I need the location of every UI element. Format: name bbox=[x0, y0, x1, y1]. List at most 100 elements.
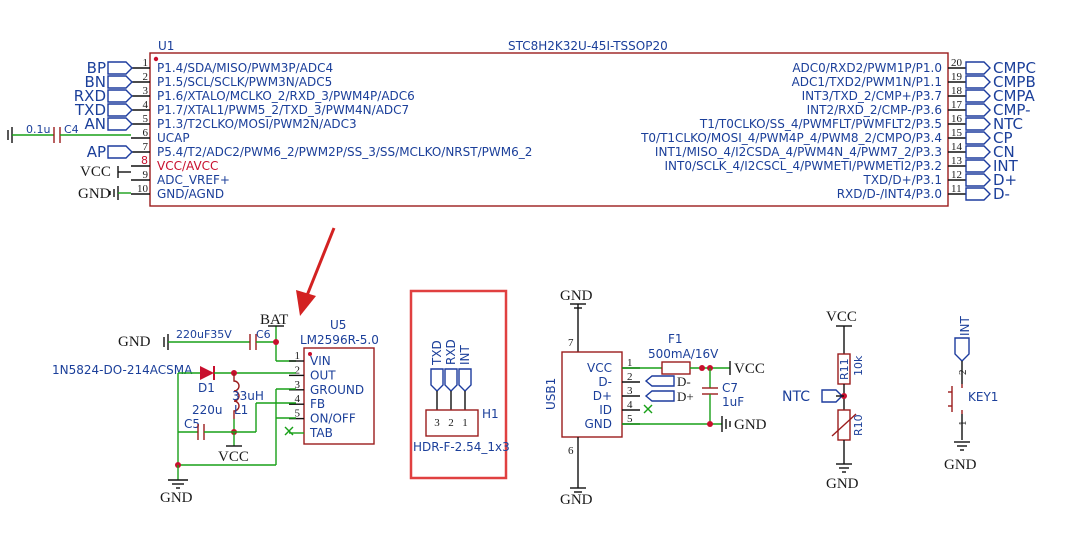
u1-net-flag: BP bbox=[87, 59, 106, 77]
vcc-5v-label: VCC bbox=[218, 449, 249, 465]
u1-ref: U1 bbox=[158, 39, 174, 53]
u1-pin-num: 9 bbox=[143, 169, 149, 181]
u1-pin-14: 14 INT1/MISO_4/I2CSDA_4/PWM4N_4/PWM7_2/P3… bbox=[655, 141, 1015, 161]
usb-pin: 2 D- bbox=[598, 371, 640, 389]
u1-pin-num: 11 bbox=[951, 183, 962, 195]
usb-pin-num: 4 bbox=[627, 399, 633, 411]
u1-pin-num: 19 bbox=[951, 71, 963, 83]
u1-pin-19: 19 ADC1/TXD2/PWM1N/P1.1 CMPB bbox=[792, 71, 1036, 91]
u1-pin-num: 7 bbox=[143, 141, 149, 153]
header-net-label: RXD bbox=[444, 339, 458, 365]
u1-pin-name: RXD/D-/INT4/P3.0 bbox=[837, 187, 942, 201]
usb-pin: 3 D+ bbox=[593, 385, 640, 403]
u1-pin-name: P1.4/SDA/MISO/PWM3P/ADC4 bbox=[157, 61, 333, 75]
r10-ref: R10 bbox=[852, 414, 865, 436]
u5-pin-num: 5 bbox=[295, 408, 301, 420]
u1-pin-name: INT3/TXD_2/CMP+/P3.7 bbox=[802, 89, 942, 103]
u1-pin-name: P1.3/T2CLKO/MOSI/PWM2N/ADC3 bbox=[157, 117, 357, 131]
r11-value: 10k bbox=[852, 355, 865, 376]
u1-pin-name: ADC0/RXD2/PWM1P/P1.0 bbox=[792, 61, 942, 75]
u5-pin: 3 GROUND bbox=[289, 379, 364, 397]
u1-pin-num: 16 bbox=[951, 113, 963, 125]
d1-ref: D1 bbox=[198, 381, 215, 395]
u1-net-flag: TXD bbox=[74, 101, 106, 119]
header-net-txd: TXD 3 bbox=[430, 340, 444, 429]
u1-vcc-label: VCC bbox=[80, 164, 111, 180]
u5-pin-num: 3 bbox=[295, 379, 301, 391]
c7-value: 1uF bbox=[722, 395, 744, 409]
usb-pin-name: D+ bbox=[593, 389, 612, 403]
u1-pin-13: 13INT0/SCLK_4/I2CSCL_4/PWMETI/PWMETI2/P3… bbox=[664, 155, 1018, 175]
c6-ref: C6 bbox=[256, 328, 271, 341]
u1-pin-name: GND/AGND bbox=[157, 187, 224, 201]
u1-part: STC8H2K32U-45I-TSSOP20 bbox=[508, 39, 668, 53]
u1-pin-num: 1 bbox=[143, 57, 149, 69]
u5-pin-name: VIN bbox=[310, 354, 331, 368]
usb-pin-num: 2 bbox=[627, 371, 633, 383]
usb-gnd-right-label: GND bbox=[734, 417, 767, 433]
u1-pin-name: INT1/MISO_4/I2CSDA_4/PWM4N_4/PWM7_2/P3.3 bbox=[655, 145, 942, 159]
key-ref: KEY1 bbox=[968, 390, 998, 404]
u1-pin-name: INT0/SCLK_4/I2CSCL_4/PWMETI/PWMETI2/P3.2 bbox=[664, 159, 942, 173]
ntc-gnd-label: GND bbox=[826, 476, 859, 492]
u1-pin-num: 14 bbox=[951, 141, 963, 153]
usb1-ref: USB1 bbox=[544, 378, 558, 410]
u5-pin-name: GROUND bbox=[310, 383, 364, 397]
u5-pin-name: FB bbox=[310, 397, 325, 411]
header-net-int: INT1 bbox=[458, 344, 472, 429]
usb-pin-num: 3 bbox=[627, 385, 633, 397]
u1-net-flag: D+ bbox=[993, 171, 1017, 189]
u1-pin-num: 12 bbox=[951, 169, 962, 181]
u1-net-flag: D- bbox=[993, 185, 1010, 203]
usb-pin6: 6 bbox=[568, 445, 574, 457]
c4-ref: C4 bbox=[64, 123, 79, 136]
key-int-label: INT bbox=[958, 315, 972, 336]
annotation-arrow bbox=[296, 227, 336, 316]
f1-value: 500mA/16V bbox=[648, 347, 719, 361]
u1-pin-name: INT2/RXD_2/CMP-/P3.6 bbox=[807, 103, 942, 117]
u1-pin-name: ADC1/TXD2/PWM1N/P1.1 bbox=[792, 75, 942, 89]
u1-pin-name: T1/T0CLKO/SS_4/PWMFLT/PWMFLT2/P3.5 bbox=[699, 117, 942, 131]
c5-value: 220u bbox=[192, 403, 223, 417]
u1-pin-1: 1 P1.4/SDA/MISO/PWM3P/ADC4 BP bbox=[87, 57, 333, 77]
usb-gnd-top-label: GND bbox=[560, 288, 593, 304]
header-pin-num: 3 bbox=[434, 417, 440, 429]
c4-value: 0.1u bbox=[26, 123, 50, 136]
u5-pin: TAB bbox=[289, 426, 333, 440]
u1-pin-11: 11 RXD/D-/INT4/P3.0 D- bbox=[837, 183, 1010, 203]
usb-vcc-label: VCC bbox=[734, 361, 765, 377]
header-net-label: TXD bbox=[430, 340, 444, 366]
usb-pin-name: ID bbox=[599, 403, 612, 417]
usb-dm-label: D- bbox=[677, 374, 691, 389]
c7-ref: C7 bbox=[722, 381, 738, 395]
usb1-body bbox=[561, 351, 623, 438]
u5-pin-name: TAB bbox=[309, 426, 333, 440]
u1-pin-name: P5.4/T2/ADC2/PWM6_2/PWM2P/SS_3/SS/MCLKO/… bbox=[157, 145, 532, 159]
h1-part: HDR-F-2.54_1x3 bbox=[413, 440, 510, 454]
u1-net-flag: CMPB bbox=[993, 73, 1036, 91]
key-gnd-label: GND bbox=[944, 457, 977, 473]
h1-ref: H1 bbox=[482, 407, 499, 421]
u5-pin-name: ON/OFF bbox=[310, 412, 356, 426]
key-pin1: 1 bbox=[957, 421, 969, 427]
u1-body bbox=[149, 52, 949, 207]
header-pin-num: 2 bbox=[448, 417, 454, 429]
c5-ref: C5 bbox=[184, 417, 200, 431]
u5-pin-num: 4 bbox=[295, 393, 301, 405]
header-highlight-box bbox=[409, 289, 508, 480]
usb-pin-name: D- bbox=[598, 375, 612, 389]
u1-pin-name: P1.6/XTALO/MCLKO_2/RXD_3/PWM4P/ADC6 bbox=[157, 89, 415, 103]
u1-pin-num: 3 bbox=[143, 85, 149, 97]
u1-net-flag: NTC bbox=[993, 115, 1023, 133]
u5-pin-num: 2 bbox=[295, 364, 301, 376]
c6-gnd-label: GND bbox=[118, 334, 151, 350]
u1-pin-num: 10 bbox=[137, 183, 149, 195]
l1-value: 33uH bbox=[232, 389, 264, 403]
